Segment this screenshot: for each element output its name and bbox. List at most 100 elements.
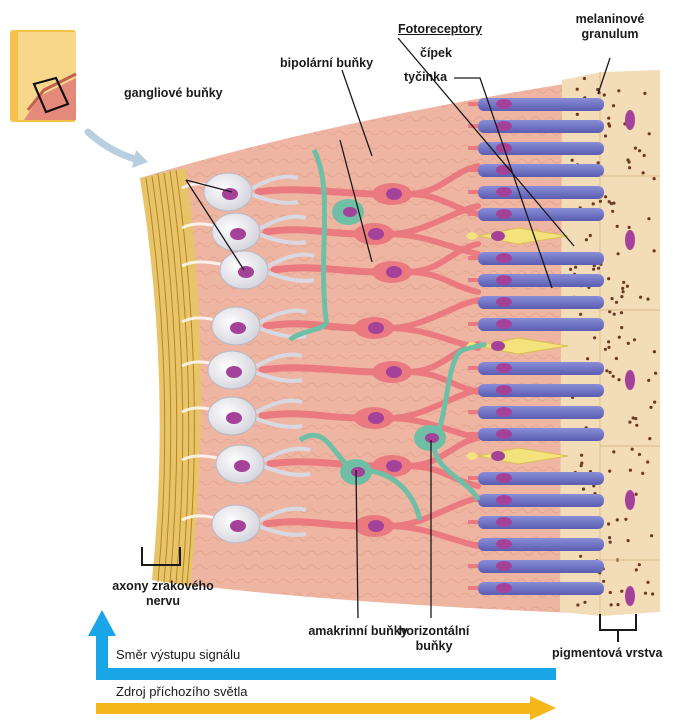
ganglion-nucleus: [238, 266, 254, 278]
bipolar-nucleus: [368, 228, 384, 240]
melanin-dot: [571, 159, 574, 162]
melanin-dot: [617, 252, 620, 255]
ganglion-cells-label: gangliové buňky: [124, 86, 223, 101]
ganglion-nucleus: [226, 366, 242, 378]
melanin-dot: [612, 450, 615, 453]
melanin-dot: [644, 592, 647, 595]
melanin-dot: [610, 603, 613, 606]
melanin-dot: [583, 77, 586, 80]
melanin-dot: [648, 437, 651, 440]
melanin-dot: [627, 342, 630, 345]
light-source-arrow: [96, 696, 556, 720]
melanin-dot: [609, 541, 612, 544]
melanin-dot: [610, 202, 613, 205]
signal-output-label: Směr výstupu signálu: [116, 647, 240, 662]
ganglion-nucleus: [234, 460, 250, 472]
bipolar-process: [262, 414, 360, 418]
melanin-dot: [607, 346, 610, 349]
rod-nucleus: [496, 407, 512, 417]
melanin-dot: [607, 122, 610, 125]
bipolar-process: [258, 190, 378, 194]
melanin-dot: [649, 406, 652, 409]
bipolar-process: [266, 230, 360, 234]
bipolar-nucleus: [368, 520, 384, 532]
melanin-granule-label: melaninové granulum: [568, 12, 652, 42]
melanin-dot: [622, 290, 625, 293]
melanin-dot: [593, 336, 596, 339]
melanin-dot: [604, 134, 607, 137]
melanin-dot: [612, 104, 615, 107]
melanin-dot: [592, 202, 595, 205]
melanin-dot: [585, 238, 588, 241]
melanin-dot: [635, 424, 638, 427]
melanin-dot: [629, 469, 632, 472]
melanin-dot: [613, 313, 616, 316]
melanin-dot: [607, 277, 610, 280]
melanin-dot: [604, 348, 607, 351]
melanin-dot: [608, 536, 611, 539]
melanin-dot: [580, 454, 583, 457]
melanin-dot: [648, 132, 651, 135]
photoreceptors-heading: Fotoreceptory: [398, 22, 482, 37]
melanin-dot: [599, 200, 602, 203]
cone-nucleus: [491, 231, 505, 241]
melanin-dot: [631, 448, 634, 451]
melanin-dot: [622, 281, 625, 284]
melanin-dot: [638, 149, 641, 152]
melanin-dot: [611, 210, 614, 213]
ganglion-nucleus: [226, 412, 242, 424]
bipolar-process: [262, 368, 378, 372]
melanin-dot: [574, 266, 577, 269]
melanin-dot: [617, 89, 620, 92]
eye-thumbnail: [10, 30, 76, 122]
rod-nucleus: [496, 297, 512, 307]
melanin-dot: [628, 166, 631, 169]
melanin-dot: [638, 453, 641, 456]
melanin-dot: [634, 147, 637, 150]
melanin-dot: [653, 249, 656, 252]
melanin-dot: [620, 590, 623, 593]
optic-nerve-axons-label: axony zrakového nervu: [100, 579, 226, 609]
rod-nucleus: [496, 275, 512, 285]
melanin-dot: [616, 603, 619, 606]
melanin-dot: [647, 379, 650, 382]
rod-nucleus: [496, 363, 512, 373]
melanin-dot: [608, 310, 611, 313]
light-source-label: Zdroj příchozího světla: [116, 684, 248, 699]
melanin-dot: [646, 581, 649, 584]
melanin-dot: [586, 357, 589, 360]
melanin-dot: [639, 296, 642, 299]
melanin-dot: [653, 350, 656, 353]
melanin-dot: [592, 268, 595, 271]
melanin-dot: [638, 563, 641, 566]
melanin-dot: [603, 93, 606, 96]
bipolar-process: [266, 324, 360, 328]
bipolar-nucleus: [368, 322, 384, 334]
melanin-dot: [634, 417, 637, 420]
rod-nucleus: [496, 473, 512, 483]
melanin-dot: [607, 340, 610, 343]
melanin-dot: [609, 591, 612, 594]
rod-nucleus: [496, 209, 512, 219]
rod-nucleus: [496, 517, 512, 527]
melanin-dot: [605, 369, 608, 372]
bipolar-nucleus: [386, 366, 402, 378]
melanin-dot: [643, 154, 646, 157]
ganglion-nucleus: [230, 228, 246, 240]
rod-nucleus: [496, 253, 512, 263]
melanin-dot: [620, 326, 623, 329]
melanin-dot: [576, 88, 579, 91]
melanin-dot: [597, 161, 600, 164]
cone-nucleus: [491, 341, 505, 351]
melanin-dot: [615, 357, 618, 360]
melanin-dot: [620, 295, 623, 298]
melanin-dot: [635, 568, 638, 571]
melanin-dot: [607, 117, 610, 120]
melanin-dot: [569, 268, 572, 271]
pigment-cell-nucleus: [625, 586, 635, 606]
melanin-dot: [602, 580, 605, 583]
bipolar-cells-label: bipolární buňky: [280, 56, 373, 71]
signal-output-arrow: [88, 610, 556, 680]
amacrine-nucleus: [343, 207, 357, 217]
